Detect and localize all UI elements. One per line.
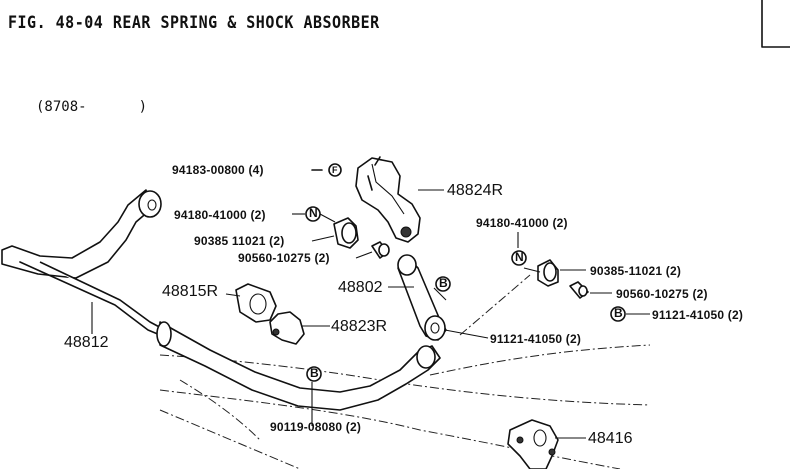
label-48416: 48416 — [588, 430, 633, 447]
frame-corner — [761, 0, 790, 48]
label-91121-41050-center: 91121-41050 (2) — [490, 332, 582, 346]
bracket-48823r — [269, 311, 305, 345]
marker-b-bottom — [306, 366, 322, 382]
label-48823r: 48823R — [331, 318, 388, 335]
label-90560-10275-left: 90560-10275 (2) — [238, 251, 330, 265]
marker-b-right-letter: B — [614, 306, 623, 320]
label-48812: 48812 — [64, 334, 109, 351]
stabilizer-bar — [1, 189, 441, 411]
bracket-48416 — [507, 419, 559, 469]
label-48802: 48802 — [338, 279, 383, 296]
label-90385-11021-right: 90385-11021 (2) — [590, 264, 682, 278]
marker-b-right — [610, 306, 626, 322]
label-90119-08080: 90119-08080 (2) — [270, 420, 362, 434]
leader-lines — [91, 189, 650, 439]
marker-b-center-letter: B — [439, 276, 448, 290]
label-94180-41000-right: 94180-41000 (2) — [476, 216, 568, 230]
svg-text:F: F — [332, 165, 338, 175]
bushing-right — [537, 259, 589, 299]
marker-n-left-letter: N — [309, 206, 318, 220]
marker-n-left — [305, 206, 321, 222]
label-94180-41000-left: 94180-41000 (2) — [174, 208, 266, 222]
marker-b-bottom-letter: B — [310, 366, 319, 380]
nut-94183: F — [311, 163, 342, 177]
label-94183-00800: 94183-00800 (4) — [172, 163, 264, 177]
date-suffix: ) — [138, 99, 148, 115]
bushing-48815r — [235, 283, 277, 323]
bracket-48824r — [355, 156, 421, 243]
label-90560-10275-right: 90560-10275 (2) — [616, 287, 708, 301]
figure-title: FIG. 48-04 REAR SPRING & SHOCK ABSORBER — [8, 12, 380, 33]
date-prefix: (8708- — [36, 99, 87, 115]
marker-b-center — [435, 276, 451, 292]
effective-date: (8708-) — [36, 99, 147, 115]
label-48815r: 48815R — [162, 283, 219, 300]
link-48802 — [397, 254, 447, 341]
marker-n-right-letter: N — [515, 250, 524, 264]
label-90385-11021-left: 90385 11021 (2) — [194, 234, 285, 248]
bushing-left — [333, 217, 390, 259]
label-48824r: 48824R — [447, 182, 504, 199]
label-91121-41050-right: 91121-41050 (2) — [652, 308, 744, 322]
marker-n-right — [511, 250, 527, 266]
